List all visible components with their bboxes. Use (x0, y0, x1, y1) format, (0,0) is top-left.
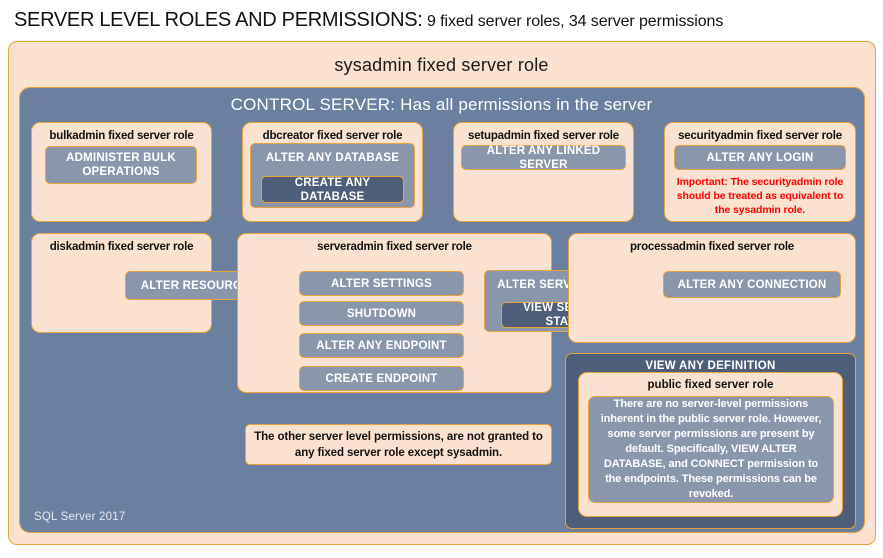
permission-shutdown[interactable]: SHUTDOWN (299, 301, 464, 326)
permission-view-any-definition[interactable]: VIEW ANY DEFINITION (645, 360, 776, 372)
role-name-securityadmin: securityadmin fixed server role (678, 130, 842, 142)
role-name-setupadmin: setupadmin fixed server role (468, 130, 619, 142)
role-card-securityadmin: securityadmin fixed server role (664, 122, 856, 222)
other-permissions-note: The other server level permissions, are … (245, 424, 552, 465)
permission-alter-any-connection[interactable]: ALTER ANY CONNECTION (663, 271, 841, 298)
permission-create-endpoint[interactable]: CREATE ENDPOINT (299, 366, 464, 391)
permission-administer-bulk-operations[interactable]: ADMINISTER BULK OPERATIONS (45, 146, 197, 184)
permission-alter-any-endpoint[interactable]: ALTER ANY ENDPOINT (299, 333, 464, 358)
role-name-processadmin: processadmin fixed server role (629, 241, 795, 253)
permission-alter-any-linked-server[interactable]: ALTER ANY LINKED SERVER (461, 145, 626, 171)
permission-create-any-database[interactable]: CREATE ANY DATABASE (261, 176, 404, 203)
permission-view-server-state[interactable]: VIEW SERVER STATE (501, 302, 627, 328)
permission-alter-settings[interactable]: ALTER SETTINGS (299, 271, 464, 296)
role-card-setupadmin: setupadmin fixed server role (453, 122, 634, 222)
page-title: SERVER LEVEL ROLES AND PERMISSIONS: 9 fi… (14, 7, 874, 35)
role-name-diskadmin: diskadmin fixed server role (49, 241, 194, 253)
role-card-diskadmin: diskadmin fixed server role (31, 233, 212, 333)
permission-alter-any-login[interactable]: ALTER ANY LOGIN (674, 145, 846, 170)
role-name-public: public fixed server role (647, 379, 774, 391)
role-name-bulkadmin: bulkadmin fixed server role (49, 130, 194, 142)
product-version-label: SQL Server 2017 (34, 511, 126, 523)
securityadmin-warning-note: Important: The securityadmin role should… (676, 176, 844, 216)
page-title-main: SERVER LEVEL ROLES AND PERMISSIONS: (14, 9, 423, 31)
page-title-subtitle: 9 fixed server roles, 34 server permissi… (427, 13, 724, 30)
role-name-dbcreator: dbcreator fixed server role (262, 130, 403, 142)
public-role-note: There are no server-level permissions in… (588, 396, 834, 503)
role-name-serveradmin: serveradmin fixed server role (317, 241, 472, 253)
